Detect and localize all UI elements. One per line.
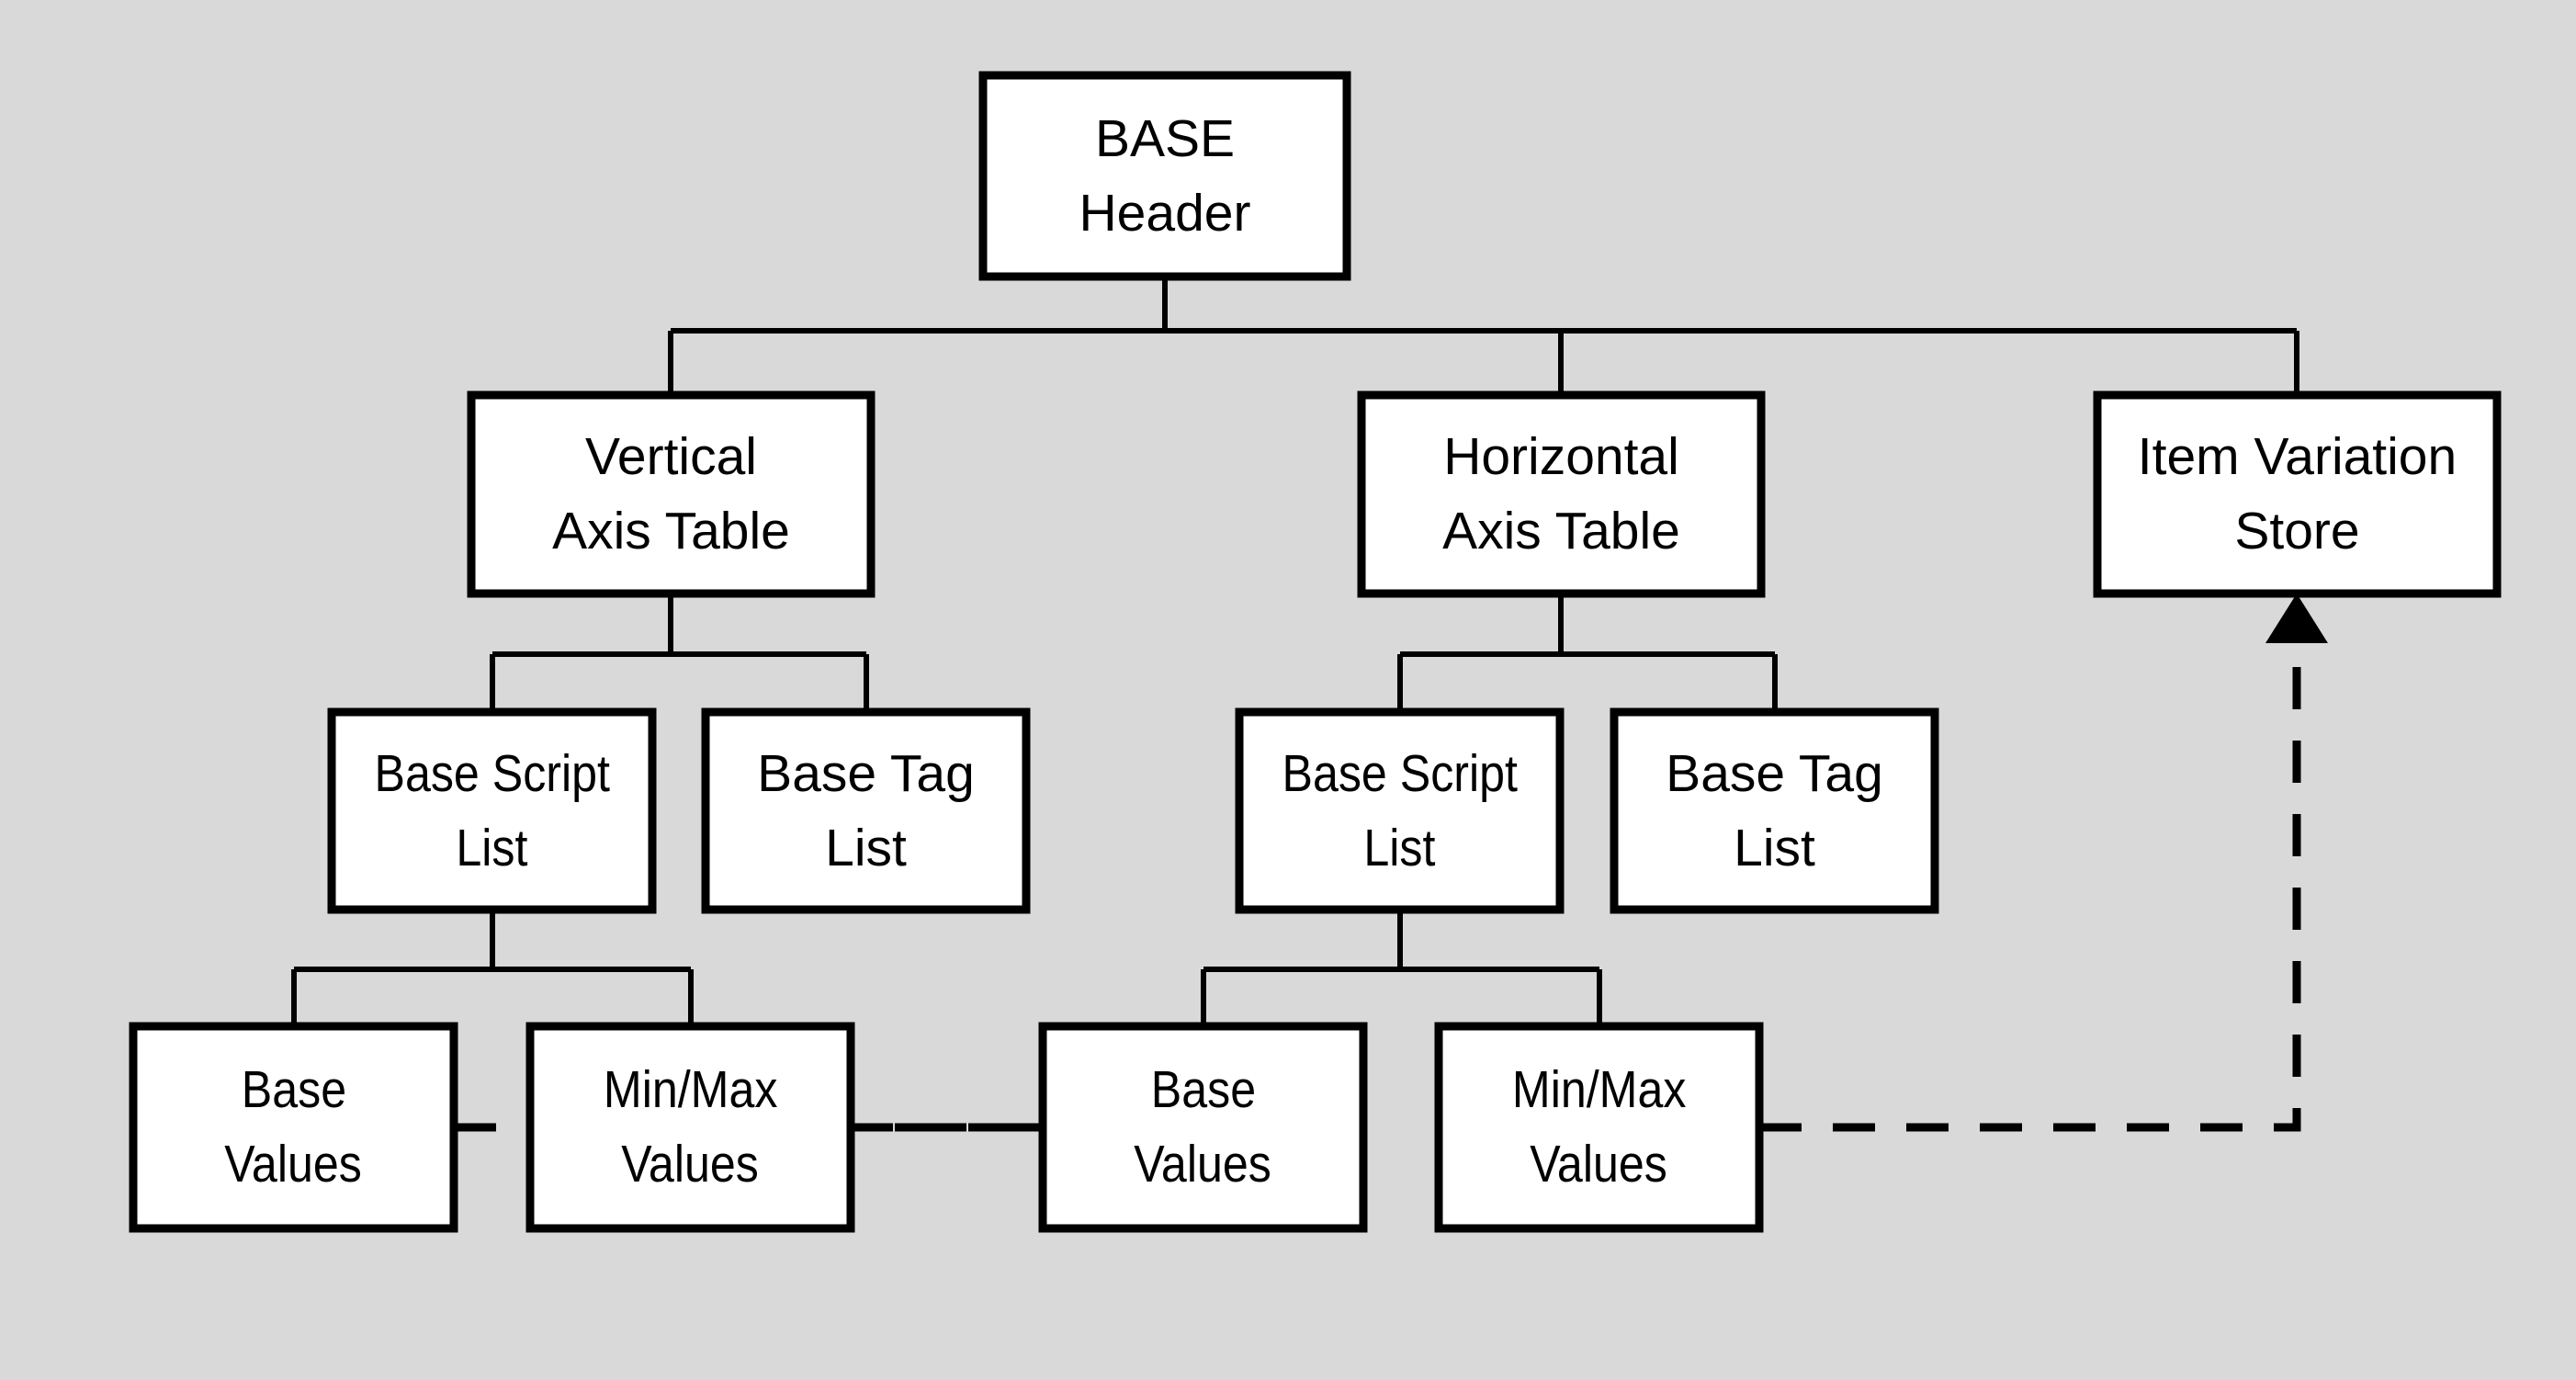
node-box-minmax-values-right[interactable] [1434, 1022, 1764, 1233]
arrow-to-item-variation-store-icon [2265, 594, 2328, 643]
node-layer [129, 71, 2502, 1233]
node-box-base-header[interactable] [978, 71, 1351, 281]
node-box-base-values-right[interactable] [1038, 1022, 1368, 1233]
arrow-layer [2265, 594, 2328, 643]
node-box-base-tag-list-right[interactable] [1610, 707, 1939, 914]
node-box-base-tag-list-left[interactable] [701, 707, 1031, 914]
node-box-base-values-left[interactable] [129, 1022, 458, 1233]
node-box-minmax-values-left[interactable] [525, 1022, 855, 1233]
node-box-base-script-list-right[interactable] [1235, 707, 1565, 914]
node-box-base-script-list-left[interactable] [327, 707, 657, 914]
connector-dashed-to-store [1759, 634, 2301, 1132]
node-box-vertical-axis-table[interactable] [467, 390, 876, 598]
node-box-item-variation-store[interactable] [2093, 390, 2502, 598]
node-box-horizontal-axis-table[interactable] [1357, 390, 1766, 598]
